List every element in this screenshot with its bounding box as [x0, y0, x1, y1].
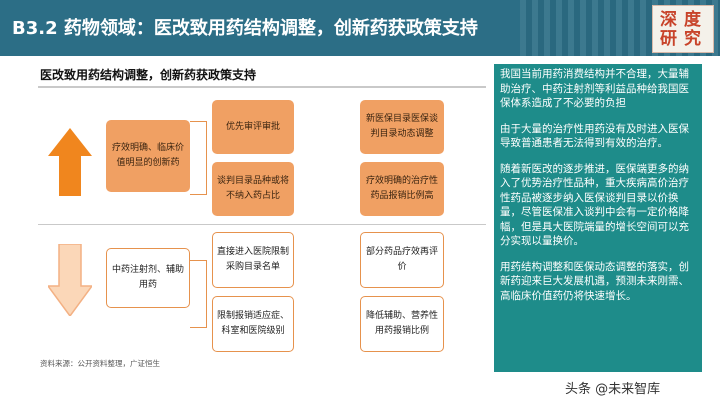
summary-paragraph: 我国当前用药消费结构并不合理，大量辅助治疗、中药注射剂等利益品种给我国医保体系造… — [500, 68, 689, 109]
summary-paragraph: 由于大量的治疗性用药没有及时进入医保导致普通患者无法得到有效的治疗。 — [500, 122, 689, 150]
source-note: 资料来源：公开资料整理，广证恒生 — [40, 359, 160, 368]
negotiation-ratio-box: 谈判目录品种或将不纳入药占比 — [212, 162, 294, 216]
down-arrow-icon — [48, 244, 92, 316]
reimbursement-high-box: 疗效明确的治疗性药品报销比例高 — [360, 162, 444, 216]
header-bar: B3.2 药物领域：医改致用药结构调整，创新药获政策支持 — [0, 0, 720, 56]
lower-bracket — [190, 260, 207, 328]
subtitle-underline — [38, 86, 486, 88]
summary-paragraph: 随着新医改的逐步推进，医保端更多的纳入了优势治疗性品种，重大疾病高价治疗性药品被… — [500, 162, 689, 248]
brand-logo: 深度 研究 — [652, 5, 714, 53]
reduce-reimbursement-box: 降低辅助、营养性用药报销比例 — [360, 296, 444, 352]
re-evaluation-box: 部分药品疗效再评价 — [360, 232, 444, 288]
restricted-catalog-box: 直接进入医院限制采购目录名单 — [212, 232, 294, 288]
section-divider — [38, 224, 486, 225]
summary-panel: 我国当前用药消费结构并不合理，大量辅助治疗、中药注射剂等利益品种给我国医保体系造… — [494, 64, 702, 372]
diagram-subtitle: 医改致用药结构调整，创新药获政策支持 — [40, 68, 257, 82]
innovative-drug-box: 疗效明确、临床价值明显的创新药 — [106, 120, 190, 192]
watermark: 头条 @未来智库 — [565, 382, 661, 397]
up-arrow-icon — [48, 128, 92, 196]
upper-bracket — [190, 121, 207, 195]
dynamic-catalog-box: 新医保目录医保谈判目录动态调整 — [360, 100, 444, 154]
page-title: B3.2 药物领域：医改致用药结构调整，创新药获政策支持 — [12, 18, 478, 39]
restricted-indication-box: 限制报销适应症、科室和医院级别 — [212, 296, 294, 352]
injection-drug-box: 中药注射剂、辅助用药 — [106, 248, 190, 308]
priority-review-box: 优先审评审批 — [212, 100, 294, 154]
summary-paragraph: 用药结构调整和医保动态调整的落实，创新药迎来巨大发展机遇，预测未来刚需、高临床价… — [500, 260, 689, 302]
